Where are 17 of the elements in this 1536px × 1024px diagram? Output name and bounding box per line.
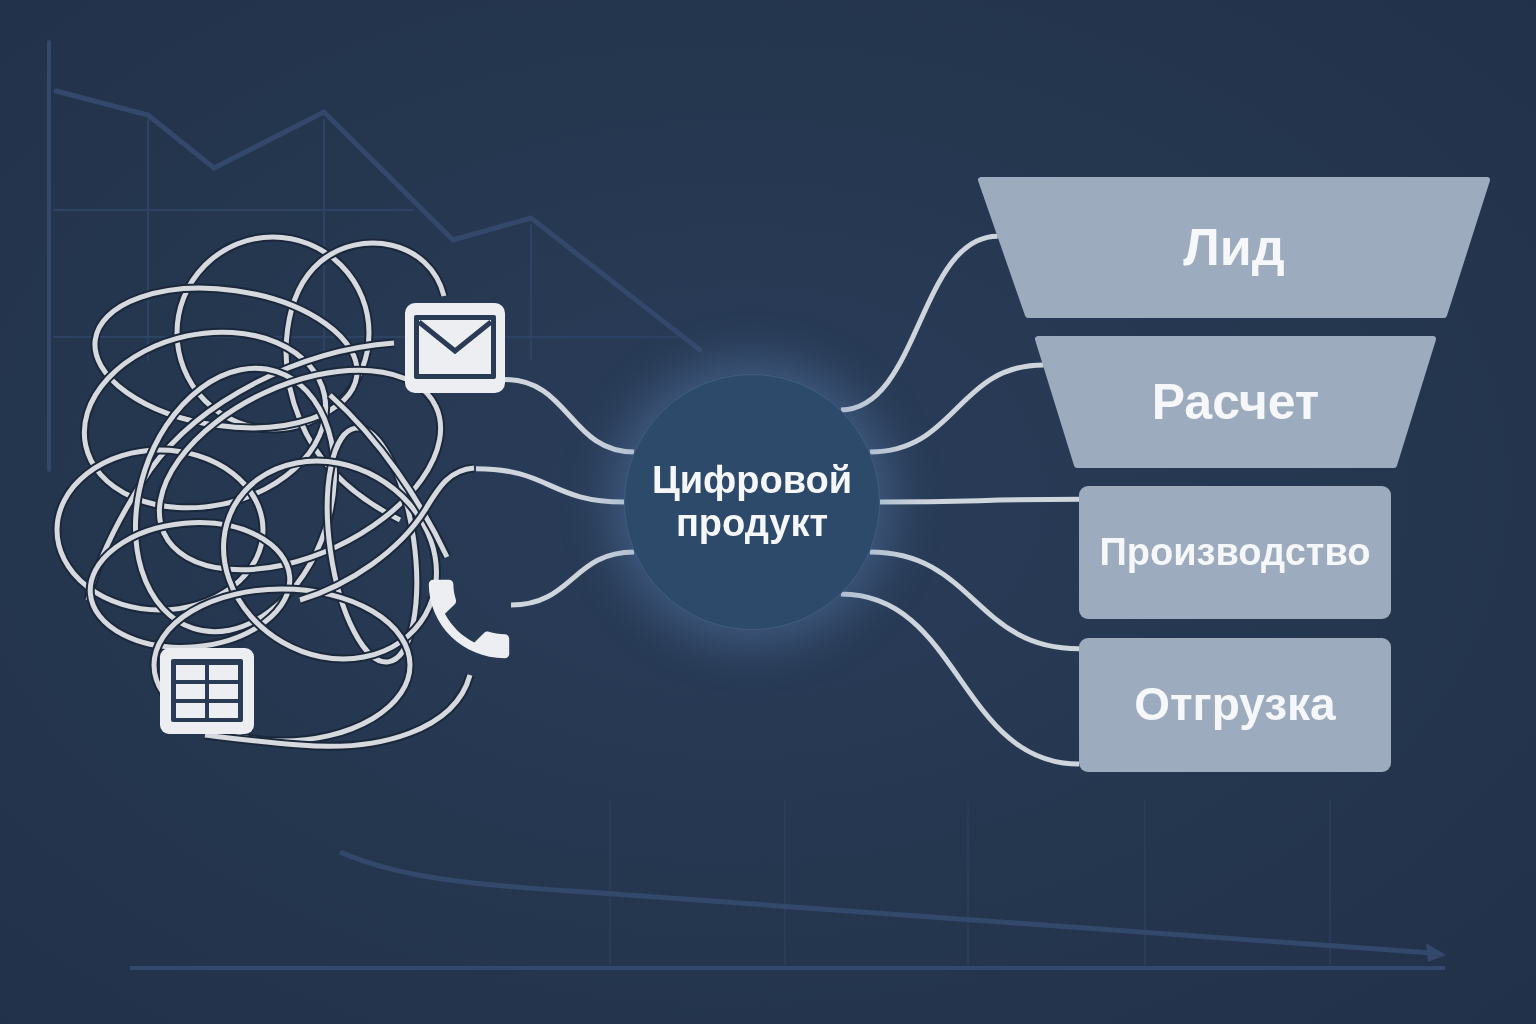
phone-icon [427,578,511,660]
stage-label: Расчет [1151,374,1320,430]
connector-line [840,233,999,413]
mail-icon [405,303,505,393]
connector-line [869,549,1080,652]
connector-line [504,377,635,455]
funnel-stage [1079,486,1391,619]
funnel-stage [1079,638,1391,772]
stage-label: Производство [1099,531,1371,574]
node-label: Цифровой продукт [650,459,854,545]
connector-line [840,591,1080,767]
stage-label: Лид [1183,218,1285,277]
connector-line [880,496,1079,505]
connector-line [475,466,625,505]
stage-label: Отгрузка [1134,679,1336,731]
connector-line [869,362,1044,455]
connector-line [510,549,635,608]
